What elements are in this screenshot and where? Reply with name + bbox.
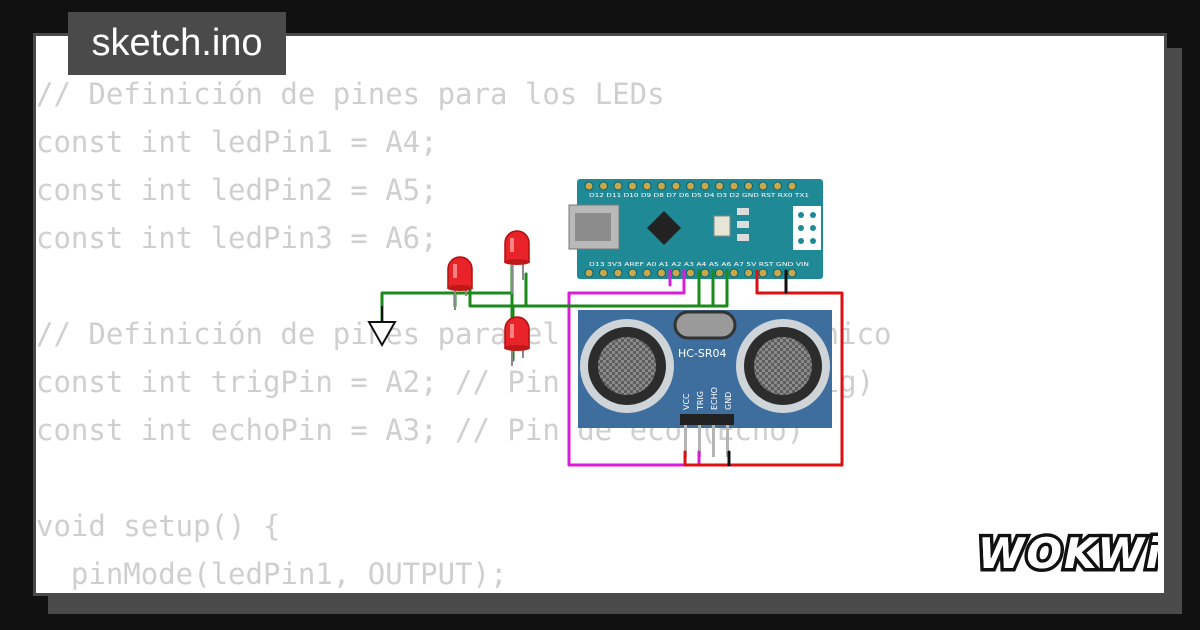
arduino-nano[interactable]: D12 D11 D10 D9 D8 D7 D6 D5 D4 D3 D2 GND … [568, 179, 823, 279]
led-1[interactable] [504, 230, 530, 294]
sensor-pin-label: GND [724, 392, 733, 410]
arduino-board [577, 179, 823, 279]
header-pin[interactable] [700, 268, 710, 278]
wokwi-logo-text: WOKWi [978, 529, 1158, 578]
header-pin[interactable] [657, 181, 666, 191]
code-line: const int ledPin1 = A4; [36, 125, 438, 159]
header-pin[interactable] [613, 268, 623, 278]
header-pin[interactable] [700, 181, 710, 191]
code-line: const int ledPin3 = A6; [36, 221, 438, 255]
wire-ground-bus [380, 264, 514, 342]
header-pin[interactable] [787, 268, 797, 278]
code-line: // Definición de pines para los LEDs [36, 77, 665, 111]
header-pin[interactable] [758, 268, 768, 278]
arduino-bottom-pin-labels: D13 3V3 AREF A0 A1 A2 A3 A4 A5 A6 A7 5V … [589, 262, 809, 268]
wokwi-logo: WOKWi WOKWi [978, 526, 1158, 582]
header-pin[interactable] [744, 268, 753, 278]
crystal-icon [673, 310, 737, 340]
header-pin[interactable] [628, 268, 637, 278]
header-pin[interactable] [729, 181, 739, 191]
header-pin[interactable] [613, 181, 623, 191]
arduino-top-pins [584, 181, 797, 191]
header-pin[interactable] [671, 268, 681, 278]
header-pin[interactable] [671, 181, 681, 191]
header-pin[interactable] [599, 181, 608, 191]
hc-sr04-sensor[interactable]: HC-SR04 VCC TRIG ECHO GND [578, 310, 832, 457]
sensor-model-label: HC-SR04 [678, 347, 727, 360]
header-pin[interactable] [584, 181, 594, 191]
header-pin[interactable] [584, 268, 594, 278]
header-pin[interactable] [642, 181, 652, 191]
led-3[interactable] [504, 316, 530, 366]
wokwi-logo-text-fill: WOKWi [978, 529, 1158, 578]
code-line: const int ledPin2 = A5; [36, 173, 438, 207]
header-pin[interactable] [729, 268, 739, 278]
header-pin[interactable] [628, 181, 637, 191]
sensor-pin-label: VCC [682, 393, 691, 410]
microcontroller-chip-icon [647, 211, 681, 245]
ground-symbol-icon [367, 306, 397, 348]
wire-trig [567, 269, 701, 467]
header-pin[interactable] [715, 181, 724, 191]
header-pin[interactable] [744, 181, 753, 191]
reset-button-icon [713, 215, 731, 237]
sensor-pin-label: ECHO [710, 387, 719, 410]
header-pin[interactable] [787, 181, 797, 191]
header-pin[interactable] [686, 181, 695, 191]
icsp-header-icon [793, 206, 821, 250]
header-pin[interactable] [642, 268, 652, 278]
header-pin[interactable] [773, 268, 782, 278]
arduino-top-pin-labels: D12 D11 D10 D9 D8 D7 D6 D5 D4 D3 D2 GND … [589, 193, 809, 199]
header-pin[interactable] [758, 181, 768, 191]
code-line: pinMode(ledPin1, OUTPUT); [36, 557, 508, 591]
header-pin[interactable] [657, 268, 666, 278]
header-pin[interactable] [599, 268, 608, 278]
wire-vcc [683, 269, 844, 467]
header-pin[interactable] [686, 268, 695, 278]
code-line: void setup() { [36, 509, 281, 543]
file-tab[interactable]: sketch.ino [68, 12, 286, 75]
led-2[interactable] [447, 256, 473, 310]
arduino-bottom-pins [584, 268, 797, 278]
header-pin[interactable] [715, 268, 724, 278]
header-pin[interactable] [773, 181, 782, 191]
sensor-pin-label: TRIG [696, 391, 705, 411]
